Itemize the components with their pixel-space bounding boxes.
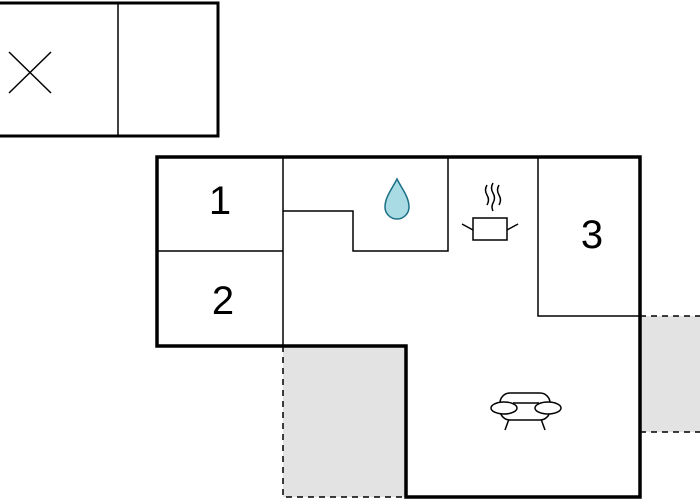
water-drop-icon <box>384 177 410 220</box>
sofa-icon <box>490 392 562 431</box>
terrace-bottom <box>282 346 406 498</box>
room-2-label: 2 <box>212 279 234 323</box>
cross-mark-icon <box>8 51 52 94</box>
cooking-pot-icon <box>461 182 519 241</box>
terrace-right <box>640 315 700 433</box>
house-outline <box>155 155 642 499</box>
interior-walls <box>157 157 640 346</box>
room-3-label: 3 <box>581 213 603 257</box>
room-1-label: 1 <box>209 179 231 223</box>
outbuilding <box>0 1 220 138</box>
